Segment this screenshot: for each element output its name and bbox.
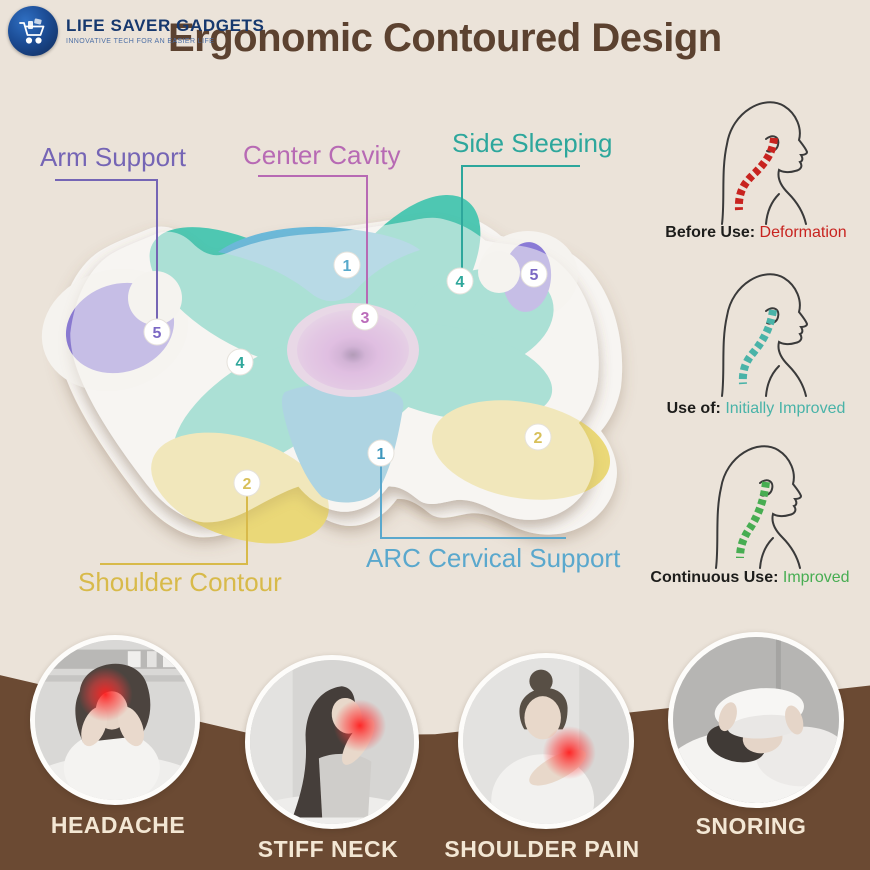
- symptom-label-snoring: SNORING: [695, 813, 807, 839]
- pain-glow: [542, 726, 596, 780]
- brand-logo: LIFE SAVER GADGETS INNOVATIVE TECH FOR A…: [8, 6, 264, 56]
- spine-figure-continuous-use: [654, 426, 844, 576]
- arm-support-line: [55, 179, 158, 322]
- label-shoulder-contour: Shoulder Contour: [78, 567, 282, 597]
- stiff-neck-scene: [250, 660, 414, 824]
- caption-status: Initially Improved: [725, 400, 846, 417]
- brand-name: LIFE SAVER GADGETS: [66, 16, 265, 36]
- photo-snoring: [668, 632, 844, 808]
- head-profile-icon: [721, 273, 809, 397]
- pain-glow: [78, 667, 133, 722]
- headache-scene: [35, 640, 195, 800]
- shopping-cart-icon: [19, 18, 45, 44]
- zone-marker: 5: [143, 318, 171, 346]
- zone-marker: 5: [520, 260, 548, 288]
- zone-marker: 2: [233, 469, 261, 497]
- caption-status: Improved: [782, 569, 850, 586]
- spine-curve: [738, 309, 777, 385]
- pain-glow: [333, 699, 387, 752]
- spine-figure-use-of: [660, 254, 850, 404]
- symptom-label-shoulder-pain: SHOULDER PAIN: [444, 836, 640, 862]
- brand-tagline: INNOVATIVE TECH FOR AN EASIER LIFE: [66, 37, 215, 45]
- spine-curve: [734, 137, 778, 211]
- svg-text:5: 5: [530, 267, 539, 284]
- head-profile-icon: [721, 101, 809, 225]
- head-profile-icon: [715, 445, 803, 569]
- label-arc-cervical-support: ARC Cervical Support: [366, 543, 621, 573]
- zone-marker: 1: [333, 251, 361, 279]
- svg-text:5: 5: [153, 325, 162, 342]
- photo-shoulder-pain: [458, 653, 634, 829]
- caption-label: Before Use:: [665, 224, 756, 241]
- page-title: Ergonomic Contoured Design: [168, 16, 722, 60]
- svg-text:1: 1: [343, 258, 352, 275]
- spine-figure-before-use: [660, 82, 850, 232]
- svg-text:3: 3: [361, 310, 370, 327]
- symptom-label-stiff-neck: STIFF NECK: [257, 836, 399, 862]
- svg-text:2: 2: [534, 430, 543, 447]
- shoulder-pain-scene: [463, 658, 629, 824]
- photo-stiff-neck: [245, 655, 419, 829]
- svg-text:1: 1: [377, 446, 386, 463]
- caption-status: Deformation: [759, 224, 847, 241]
- spine-curve: [736, 481, 770, 559]
- caption-continuous-use: Continuous Use: Improved: [630, 569, 870, 587]
- zone-marker: 3: [351, 303, 379, 331]
- zone-marker: 4: [446, 267, 474, 295]
- caption-before-use: Before Use: Deformation: [636, 224, 870, 242]
- center-cavity-line: [258, 175, 368, 306]
- cart-logo-icon: [8, 6, 58, 56]
- leader-lines: [55, 165, 580, 565]
- zone-marker: 2: [524, 423, 552, 451]
- svg-text:4: 4: [456, 274, 465, 291]
- label-arm-support: Arm Support: [40, 142, 186, 172]
- caption-label: Continuous Use:: [650, 569, 779, 586]
- zone-marker: 1: [367, 439, 395, 467]
- photo-headache: [30, 635, 200, 805]
- snoring-scene: [673, 637, 839, 803]
- svg-text:2: 2: [243, 476, 252, 493]
- arc-cervical-line: [380, 462, 566, 539]
- svg-text:4: 4: [236, 355, 245, 372]
- caption-use-of: Use of: Initially Improved: [636, 400, 870, 418]
- caption-label: Use of:: [666, 400, 721, 417]
- side-sleeping-line: [461, 165, 580, 268]
- label-center-cavity: Center Cavity: [243, 140, 401, 170]
- brand-text: LIFE SAVER GADGETS INNOVATIVE TECH FOR A…: [66, 16, 265, 45]
- zone-markers: 1 4 5 3 5 4 1: [143, 251, 552, 497]
- zone-marker: 4: [226, 348, 254, 376]
- symptom-label-headache: HEADACHE: [50, 812, 186, 838]
- label-side-sleeping: Side Sleeping: [452, 128, 613, 158]
- shoulder-contour-line: [100, 492, 248, 565]
